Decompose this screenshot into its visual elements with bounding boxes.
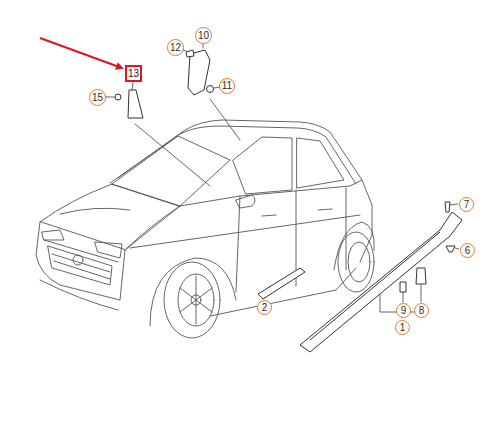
callout-number: 11 <box>219 78 235 94</box>
callout-text: 15 <box>92 93 103 103</box>
moulding-2 <box>258 268 305 299</box>
mirror <box>236 195 255 208</box>
callout-text: 6 <box>465 246 471 256</box>
a-pillar-base <box>125 206 180 250</box>
rear-window <box>297 138 344 188</box>
side-crease <box>130 215 360 248</box>
callout-number: 15 <box>89 89 106 106</box>
callout-text: 12 <box>170 43 181 53</box>
callout-text: 9 <box>401 306 407 316</box>
callout-number: 7 <box>459 197 474 212</box>
clip-8 <box>416 268 426 284</box>
nut-6 <box>446 246 455 252</box>
sill-line <box>210 268 356 316</box>
callout-number: 6 <box>460 243 475 258</box>
leader-line <box>132 82 133 90</box>
rear-arch <box>334 222 374 270</box>
callout-text: 1 <box>400 323 406 333</box>
sill-trim-1 <box>300 212 462 352</box>
callout-number: 8 <box>414 303 429 318</box>
front-face <box>36 222 125 300</box>
leader-line <box>449 204 458 205</box>
front-rim <box>178 274 214 326</box>
roof-inner <box>110 126 356 184</box>
pointer-arrow <box>40 38 122 68</box>
hood-crease <box>60 208 130 214</box>
callout-text: 8 <box>419 306 425 316</box>
callout-number: 12 <box>167 39 184 56</box>
leader-line <box>135 124 210 186</box>
leader-line <box>421 285 422 302</box>
screw-7 <box>445 202 450 212</box>
rear-rim <box>348 242 370 282</box>
windscreen <box>112 136 230 206</box>
grille-bars <box>52 254 110 279</box>
clip-15 <box>115 94 121 100</box>
headlight-left <box>42 230 64 240</box>
callout-number: 10 <box>195 27 212 44</box>
callout-text: 11 <box>222 81 232 91</box>
grille <box>48 246 112 285</box>
sill-trim-edge <box>310 232 440 340</box>
callout-number: 1 <box>395 320 410 335</box>
hood <box>40 184 180 250</box>
rear-tyre <box>338 232 374 292</box>
callout-text: 13 <box>128 69 139 79</box>
callout-number: 9 <box>396 303 411 318</box>
door-handles <box>262 209 332 216</box>
leader-line <box>455 248 459 249</box>
callout-number: 2 <box>257 300 272 315</box>
leader-line <box>210 99 240 140</box>
clip-11 <box>207 86 214 93</box>
callout-text: 7 <box>464 200 470 210</box>
front-tyre <box>164 262 220 338</box>
front-bumper <box>40 280 118 310</box>
callout-text: 10 <box>198 31 209 41</box>
headlight-right <box>95 242 122 258</box>
clip-9 <box>400 282 406 292</box>
front-arch <box>150 258 236 326</box>
triangle-trim-13 <box>128 90 143 118</box>
leader-line <box>403 292 404 302</box>
front-spokes <box>180 276 212 324</box>
badge <box>73 255 83 265</box>
callout-text: 2 <box>262 303 268 313</box>
front-window <box>233 137 292 194</box>
belt-line <box>180 180 372 262</box>
highlighted-callout: 13 <box>125 65 142 82</box>
screw-12 <box>186 50 194 57</box>
